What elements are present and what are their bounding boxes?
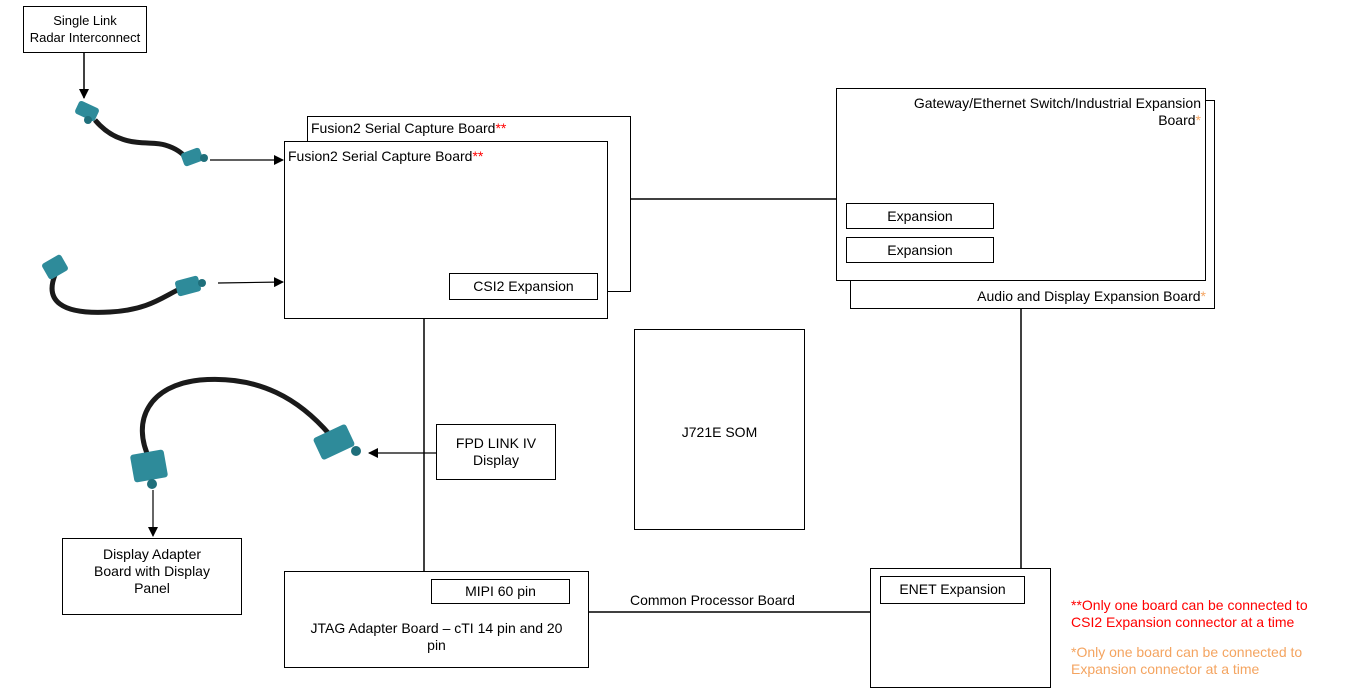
single-link-label: Single Link Radar Interconnect bbox=[24, 12, 146, 46]
csi2-expansion-label: CSI2 Expansion bbox=[473, 278, 574, 294]
single-link-box: Single Link Radar Interconnect bbox=[23, 6, 147, 53]
audio-display-mark: * bbox=[1200, 288, 1206, 304]
mipi-label: MIPI 60 pin bbox=[465, 583, 536, 599]
fpd-line1: FPD LINK IV bbox=[455, 435, 537, 451]
fusion-back-title-text: Fusion2 Serial Capture Board bbox=[311, 120, 496, 136]
coax-cable-icon bbox=[42, 254, 206, 315]
display-adapter-box: Display Adapter Board with Display Panel bbox=[62, 538, 242, 615]
audio-display-title-text: Audio and Display Expansion Board bbox=[977, 288, 1201, 304]
fpd-link-box: FPD LINK IV Display bbox=[436, 424, 556, 480]
gateway-mark: * bbox=[1195, 112, 1201, 128]
enet-expansion-label: ENET Expansion bbox=[899, 581, 1006, 597]
expansion-1-label: Expansion bbox=[887, 208, 953, 224]
expansion-box-2: Expansion bbox=[846, 237, 994, 263]
gateway-title-line2: Board* bbox=[914, 112, 1201, 129]
gateway-title-line1: Gateway/Ethernet Switch/Industrial Expan… bbox=[913, 95, 1201, 111]
display-adapter-line3: Panel bbox=[134, 580, 170, 596]
gateway-title: Gateway/Ethernet Switch/Industrial Expan… bbox=[914, 95, 1201, 129]
common-processor-board-label: Common Processor Board bbox=[630, 592, 795, 608]
display-adapter-w2: Adapter bbox=[151, 546, 202, 562]
jtag-line2: pin bbox=[427, 637, 446, 653]
display-adapter-line1: Display Adapter bbox=[63, 546, 241, 563]
orange-note-line2: Expansion connector at a time bbox=[1071, 661, 1260, 677]
gateway-title-line2-text: Board bbox=[1158, 112, 1196, 128]
red-note: **Only one board can be connected to CSI… bbox=[1071, 597, 1308, 631]
enet-expansion-box: ENET Expansion bbox=[880, 576, 1025, 604]
fusion-front-title-text: Fusion2 Serial Capture Board bbox=[288, 148, 473, 164]
single-link-line1: Single Link bbox=[53, 13, 117, 28]
red-note-line2: CSI2 Expansion connector at a time bbox=[1071, 614, 1295, 630]
red-note-line1: **Only one board can be connected to bbox=[1071, 597, 1308, 613]
coax-cable-icon bbox=[75, 100, 208, 167]
orange-note-line1: *Only one board can be connected to bbox=[1071, 644, 1303, 660]
fusion-back-title: Fusion2 Serial Capture Board** bbox=[311, 120, 506, 137]
display-adapter-w1: Display bbox=[102, 546, 149, 562]
j721e-som-label: J721E SOM bbox=[681, 424, 758, 440]
audio-display-title: Audio and Display Expansion Board* bbox=[977, 288, 1206, 305]
jtag-label: JTAG Adapter Board – cTI 14 pin and 20 p… bbox=[285, 620, 588, 654]
cable2-arrow bbox=[217, 277, 284, 288]
mipi-box: MIPI 60 pin bbox=[431, 579, 570, 604]
csi2-expansion-box: CSI2 Expansion bbox=[449, 273, 598, 300]
jtag-line1: JTAG Adapter Board – cTI 14 pin and 20 bbox=[310, 620, 563, 636]
display-adapter-label: Display Adapter Board with Display Panel bbox=[63, 546, 241, 597]
expansion-box-1: Expansion bbox=[846, 203, 994, 229]
coax-cable-icon bbox=[130, 376, 361, 489]
orange-note: *Only one board can be connected to Expa… bbox=[1071, 644, 1302, 678]
fusion-front-title: Fusion2 Serial Capture Board** bbox=[288, 148, 483, 165]
j721e-som-box: J721E SOM bbox=[634, 329, 805, 530]
fusion-front-mark: ** bbox=[472, 148, 484, 164]
fusion-back-mark: ** bbox=[495, 120, 507, 136]
gateway-board: Gateway/Ethernet Switch/Industrial Expan… bbox=[836, 88, 1206, 281]
display-adapter-line2: Board with Display bbox=[94, 563, 210, 579]
expansion-2-label: Expansion bbox=[887, 242, 953, 258]
fpd-link-label: FPD LINK IV Display bbox=[437, 435, 555, 469]
single-link-line2: Radar Interconnect bbox=[29, 30, 141, 45]
fpd-line2: Display bbox=[473, 452, 519, 468]
